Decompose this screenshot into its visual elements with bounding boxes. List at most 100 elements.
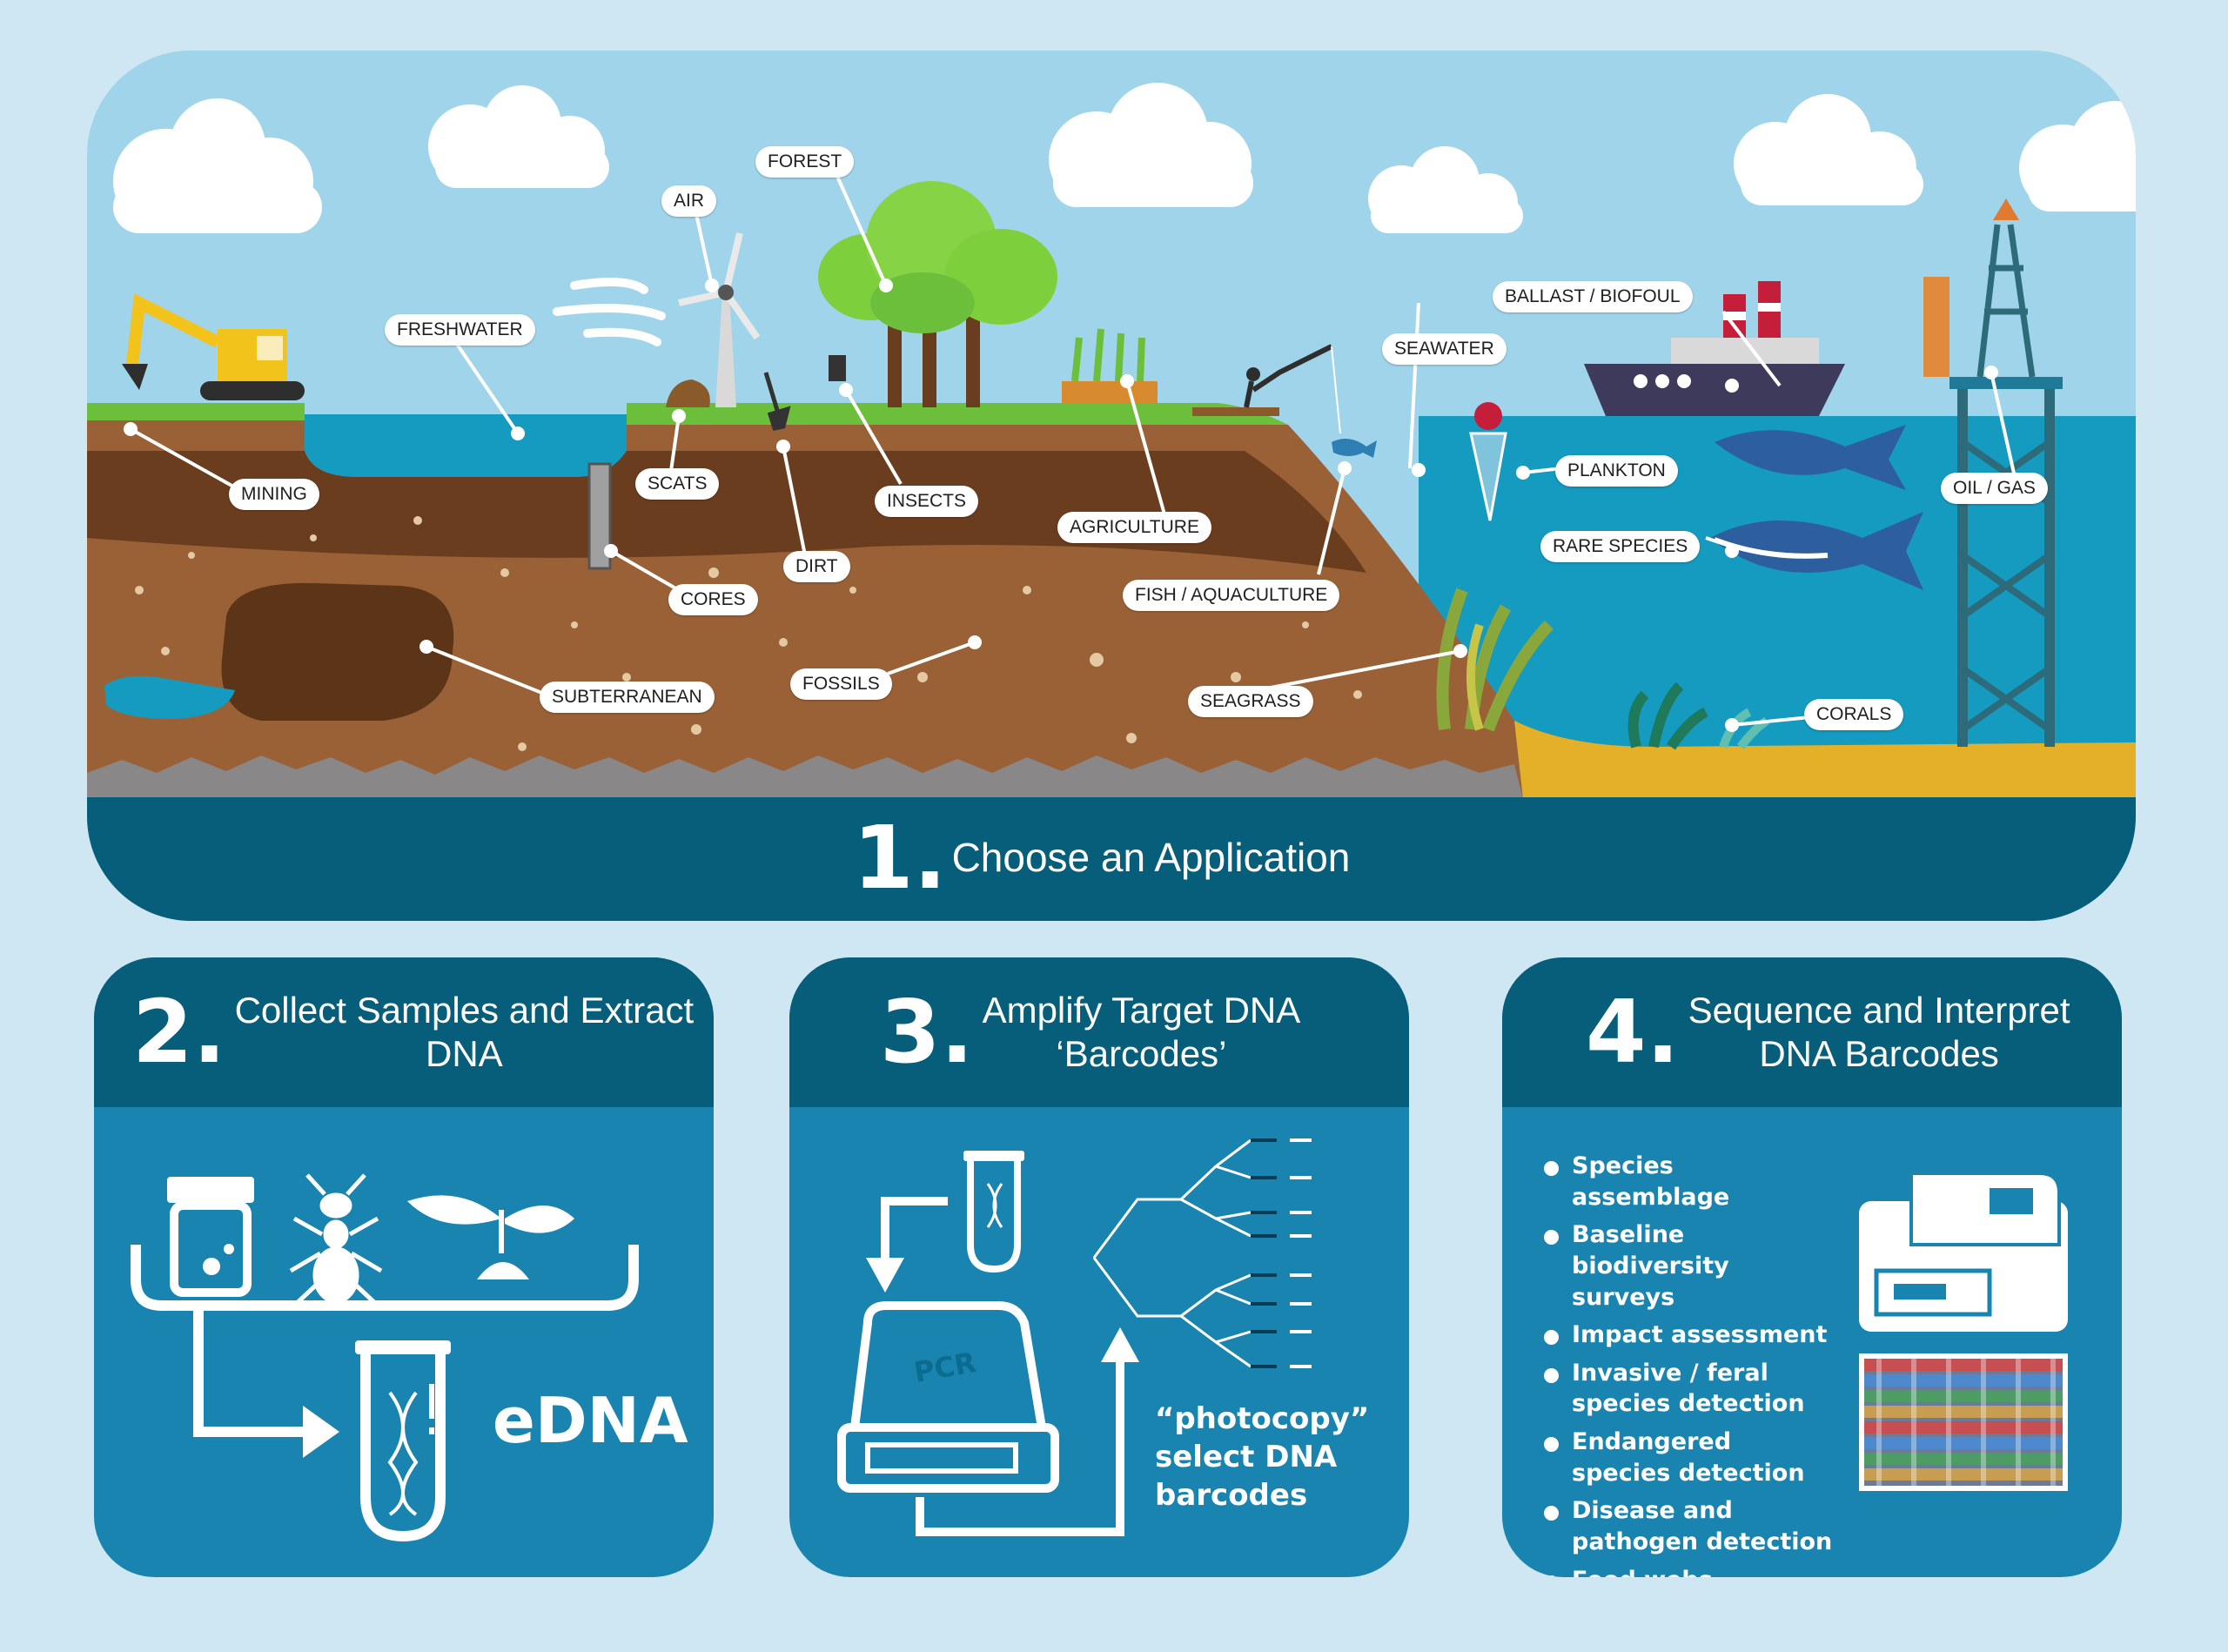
label-seawater: SEAWATER [1382, 333, 1507, 365]
label-cores: CORES [668, 584, 758, 615]
label-freshwater: FRESHWATER [385, 314, 535, 346]
bracket [131, 1245, 639, 1311]
wind-turbine-icon [678, 232, 761, 407]
test-tube-icon [355, 1340, 451, 1542]
step3-title-line2: ‘Barcodes’ [1056, 1033, 1227, 1075]
arrow-up-icon [1101, 1327, 1139, 1362]
forest-icon [818, 181, 1057, 407]
step3-number: 3. [880, 981, 974, 1083]
step2-title-line2: DNA [426, 1033, 503, 1075]
step4-title-line1: Sequence and Interpret [1688, 990, 2070, 1031]
label-forest: FOREST [755, 146, 855, 178]
list-item: Disease and pathogen detection [1544, 1495, 1833, 1557]
cloud-icon [1368, 146, 1523, 233]
label-plankton: PLANKTON [1555, 455, 1678, 487]
step2-illustration [131, 1173, 639, 1542]
caption-line2: select DNA [1155, 1440, 1338, 1475]
caption-line1: “photocopy” [1155, 1401, 1370, 1436]
list-item: Food webs [1544, 1565, 1833, 1577]
label-seagrass: SEAGRASS [1188, 686, 1313, 717]
seedling-icon [407, 1195, 574, 1279]
barcode-segments [1251, 1138, 1277, 1368]
label-rare-species: RARE SPECIES [1540, 531, 1701, 562]
scat-icon [666, 379, 710, 407]
step4-number: 4. [1586, 981, 1680, 1083]
list-item: Endangered species detection [1544, 1427, 1833, 1488]
list-item: Invasive / feral species detection [1544, 1358, 1833, 1420]
cave [221, 582, 454, 721]
label-dirt: DIRT [783, 551, 850, 582]
label-mining: MINING [229, 479, 319, 510]
step2-card: 2. Collect Samples and Extract DNA [94, 957, 714, 1577]
oil-rig-icon [1923, 198, 2063, 747]
sequencer-icon [1859, 1172, 2068, 1332]
landscape-illustration [87, 83, 2136, 808]
sand-seabed [1514, 721, 2136, 799]
freshwater-lake [305, 414, 627, 477]
label-insects: INSECTS [875, 486, 979, 517]
arrow-down-icon [866, 1258, 904, 1293]
caption-line3: barcodes [1155, 1478, 1308, 1514]
barcode-ends [1290, 1138, 1312, 1368]
bedrock [87, 755, 1523, 799]
step3-card: 3. Amplify Target DNA ‘Barcodes’ [789, 957, 1409, 1577]
cloud-icon [1734, 94, 1923, 205]
cloud-icon [2019, 101, 2136, 212]
ship-icon [1584, 281, 1845, 416]
step3-header: 3. Amplify Target DNA ‘Barcodes’ [789, 957, 1409, 1107]
fish-icon [1332, 439, 1377, 458]
cloud-icon [113, 98, 322, 233]
insect-trap-icon [829, 355, 846, 381]
plankton-net-icon [1469, 402, 1507, 521]
cloud-icon [1049, 83, 1253, 207]
step4-illustration [1859, 1172, 2068, 1491]
label-fossils: FOSSILS [790, 668, 892, 700]
step3-title-line1: Amplify Target DNA [982, 990, 1301, 1031]
topsoil-layer [87, 451, 1366, 573]
wind-icon [553, 278, 666, 346]
arrow-head-icon [303, 1406, 339, 1458]
step2-heading: 2. Collect Samples and Extract DNA [132, 989, 694, 1077]
pcr-machine-icon [837, 1301, 1059, 1493]
list-item: Species assemblage [1544, 1151, 1833, 1212]
edna-label: eDNA [493, 1384, 688, 1457]
clouds [113, 83, 2136, 233]
application-list: Species assemblage Baseline biodiversity… [1544, 1151, 1833, 1577]
label-corals: CORALS [1804, 699, 1904, 730]
label-fish-aquaculture: FISH / AQUACULTURE [1123, 580, 1340, 611]
underground-water [104, 675, 235, 719]
arrow-line [193, 1310, 303, 1437]
leader-dots [124, 279, 1998, 732]
arrow-line [881, 1197, 948, 1262]
label-oil-gas: OIL / GAS [1941, 473, 2048, 504]
step1-title: Choose an Application [951, 835, 1351, 880]
test-tube-icon [963, 1151, 1024, 1273]
application-panel: FOREST AIR FRESHWATER MINING SCATS INSEC… [87, 50, 2136, 921]
step1-bar: 1. Choose an Application [87, 797, 2136, 921]
ant-icon [289, 1173, 383, 1307]
step2-number: 2. [132, 981, 226, 1083]
step2-title-line1: Collect Samples and Extract [234, 990, 695, 1031]
shovel-icon [763, 372, 791, 431]
excavator-icon [122, 293, 305, 400]
step4-card: 4. Sequence and Interpret DNA Barcodes S… [1502, 957, 2122, 1577]
sample-jar-icon [167, 1177, 254, 1297]
label-air: AIR [661, 185, 717, 217]
agriculture-icon [1062, 328, 1158, 403]
step3-heading: 3. Amplify Target DNA ‘Barcodes’ [880, 989, 1300, 1077]
step1-heading: 1. Choose an Application [853, 815, 1350, 902]
step1-number: 1. [853, 807, 947, 909]
list-item: Impact assessment [1544, 1320, 1833, 1351]
seagrass-icon [1436, 588, 1554, 732]
label-ballast-biofoul: BALLAST / BIOFOUL [1493, 281, 1693, 312]
barcode-amplification-tree [1092, 1138, 1252, 1368]
list-item: Baseline biodiversity surveys [1544, 1219, 1833, 1313]
grass [87, 403, 1288, 425]
step2-header: 2. Collect Samples and Extract DNA [94, 957, 714, 1107]
label-subterranean: SUBTERRANEAN [540, 682, 715, 713]
fisherman-icon [1192, 344, 1341, 434]
sequence-readout-image [1859, 1353, 2068, 1491]
step4-title-line2: DNA Barcodes [1759, 1033, 1999, 1075]
step4-header: 4. Sequence and Interpret DNA Barcodes [1502, 957, 2122, 1107]
